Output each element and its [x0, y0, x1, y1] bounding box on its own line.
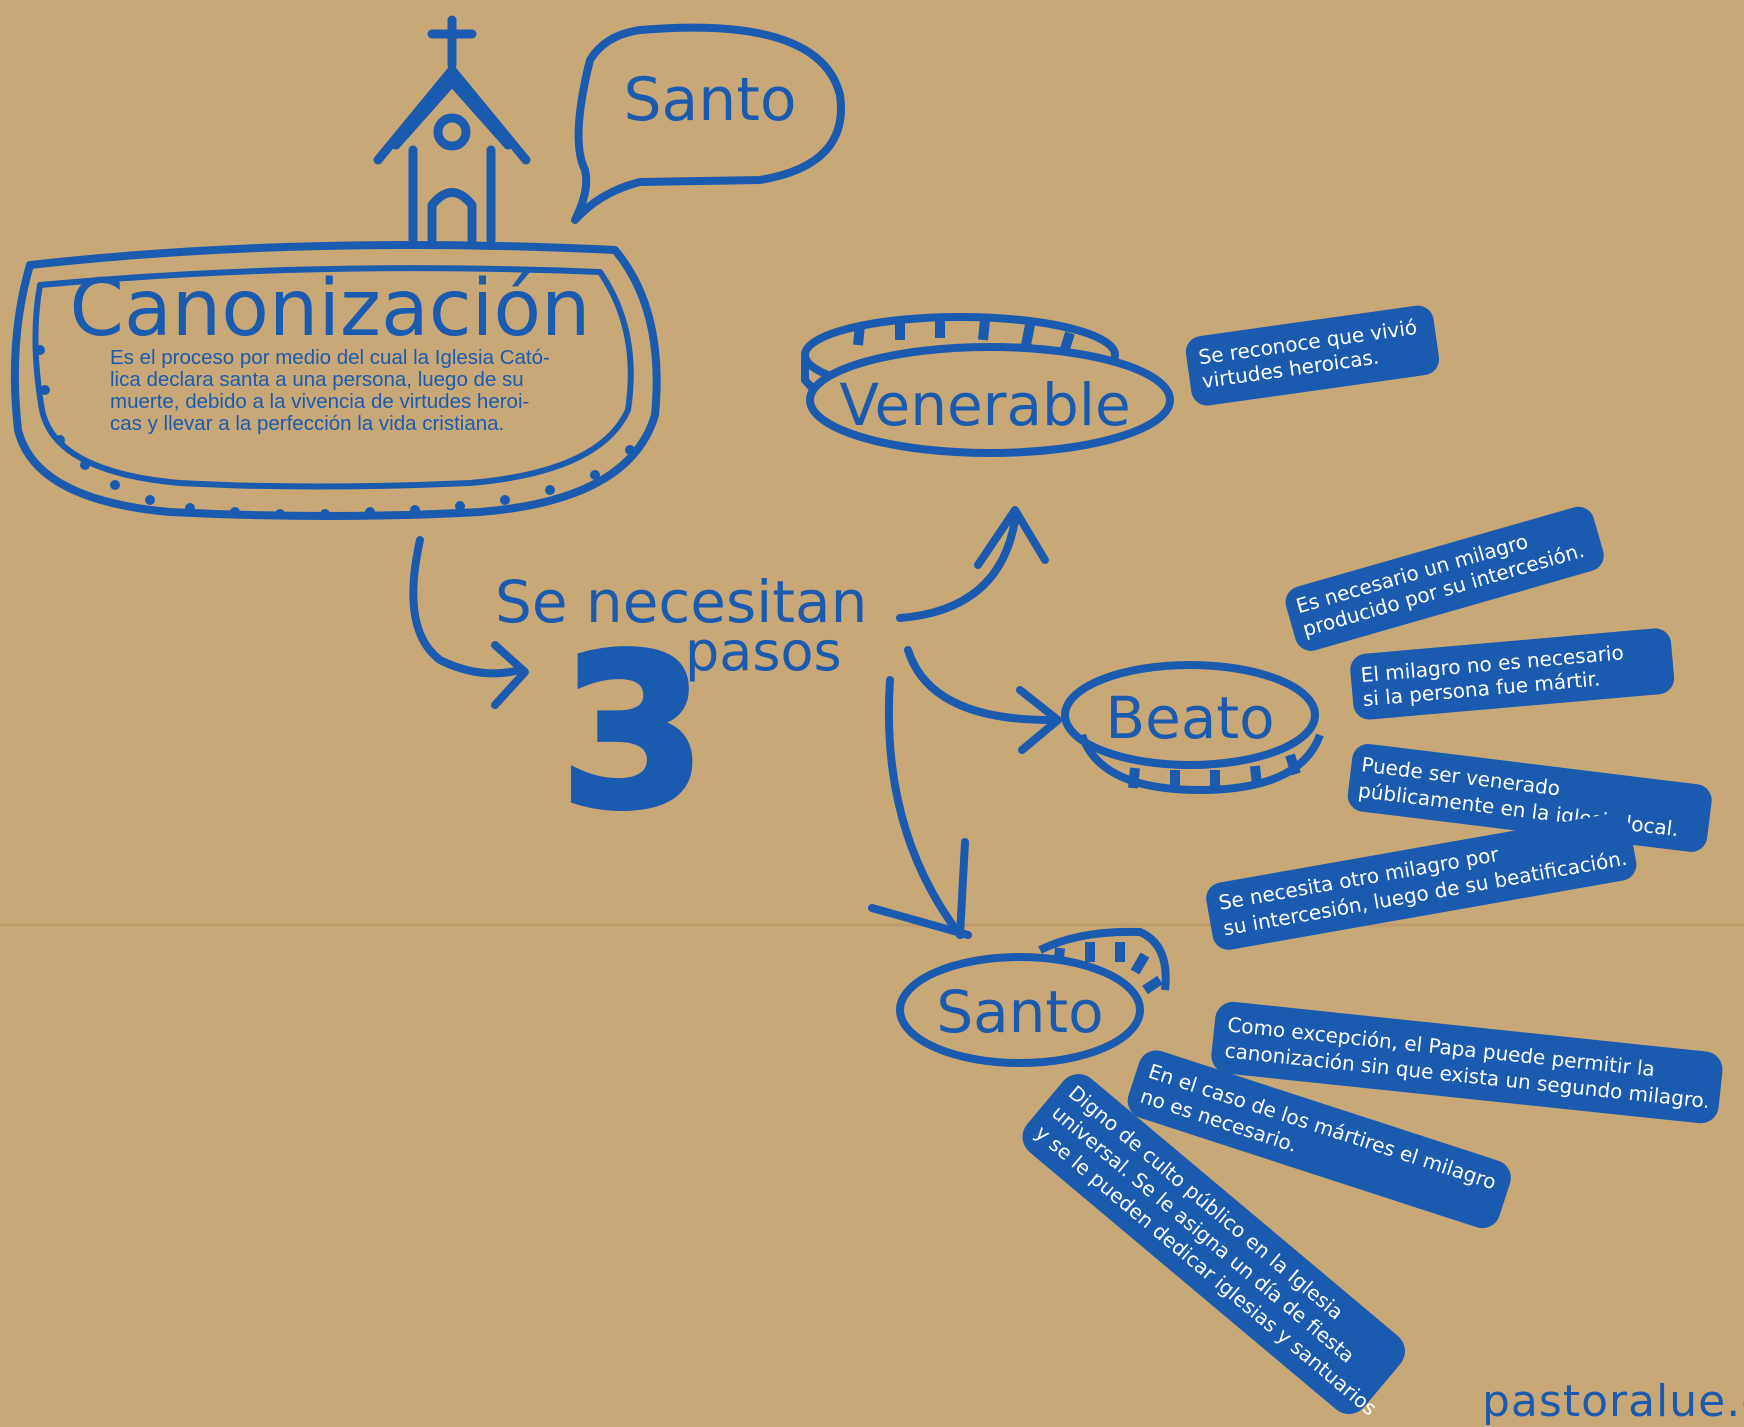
beato-note-1: Es necesario un milagro producido por su…: [1282, 503, 1608, 655]
beato-label: Beato: [1105, 684, 1274, 752]
santo-label: Santo: [936, 978, 1103, 1046]
site-watermark: pastoralue.c: [1482, 1376, 1744, 1427]
venerable-note: Se reconoce que vivió virtudes heroicas.: [1184, 303, 1441, 407]
description-line: muerte, debido a la vivencia de virtudes…: [110, 391, 650, 413]
santo-node: Santo: [900, 932, 1166, 1063]
speech-bubble: Santo: [575, 28, 841, 220]
steps-word: pasos: [685, 620, 842, 683]
steps-label: Se necesitan 3 pasos: [495, 568, 867, 855]
canonizacion-title: Canonización: [70, 264, 591, 354]
canonizacion-description: Es el proceso por medio del cual la Igle…: [110, 347, 650, 435]
beato-node: Beato: [1065, 665, 1320, 790]
venerable-label: Venerable: [839, 371, 1130, 439]
church-icon: [378, 20, 526, 240]
arrow-to-santo: [889, 680, 960, 935]
venerable-node: Venerable: [805, 317, 1170, 453]
description-line: lica declara santa a una persona, luego …: [110, 369, 650, 391]
arrow-to-beato: [908, 650, 1050, 720]
description-line: Es el proceso por medio del cual la Igle…: [110, 347, 650, 369]
description-line: cas y llevar a la perfección la vida cri…: [110, 413, 650, 435]
beato-note-2: El milagro no es necesario si la persona…: [1349, 627, 1676, 721]
santo-note-1: Se necesita otro milagro por su interces…: [1204, 811, 1639, 953]
speech-bubble-text: Santo: [623, 65, 796, 135]
